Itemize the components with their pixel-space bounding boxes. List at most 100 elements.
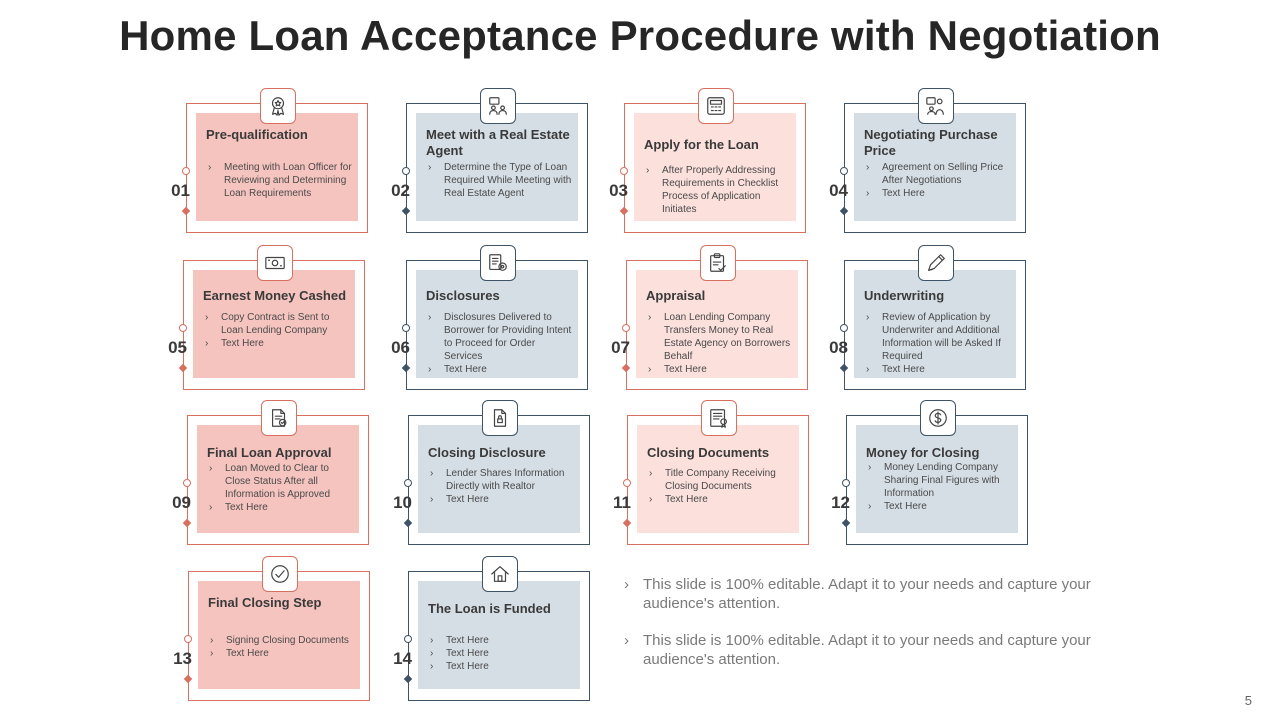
step-bullets: Signing Closing DocumentsText Here (208, 634, 356, 660)
step-card: Pre-qualificationMeeting with Loan Offic… (171, 88, 368, 233)
step-bullet: Determine the Type of Loan Required Whil… (426, 161, 574, 200)
connector-dot (840, 167, 848, 175)
step-title: Appraisal (646, 288, 706, 303)
step-card: Closing DisclosureLender Shares Informat… (393, 400, 590, 545)
step-bullet: Text Here (426, 363, 574, 376)
settings-document-icon (480, 245, 516, 281)
step-bullets: Review of Application by Underwriter and… (864, 311, 1012, 376)
step-bullets: Determine the Type of Loan Required Whil… (426, 161, 574, 200)
meeting-icon (480, 88, 516, 124)
step-card: UnderwritingReview of Application by Und… (829, 245, 1026, 390)
house-icon (482, 556, 518, 592)
step-number: 01 (171, 181, 190, 200)
connector-dot (623, 479, 631, 487)
note-2: This slide is 100% editable. Adapt it to… (622, 631, 1092, 669)
step-bullet: Text Here (864, 187, 1012, 200)
pencil-icon (918, 245, 954, 281)
step-card: Final Loan ApprovalLoan Moved to Clear t… (172, 400, 369, 545)
step-bullet: Text Here (864, 363, 1012, 376)
connector-dot (404, 635, 412, 643)
step-card: AppraisalLoan Lending Company Transfers … (611, 245, 808, 390)
step-number: 14 (393, 649, 412, 668)
step-number: 05 (168, 338, 187, 357)
step-title: Money for Closing (866, 445, 980, 460)
step-bullet: Review of Application by Underwriter and… (864, 311, 1012, 363)
step-number: 08 (829, 338, 848, 357)
step-number: 10 (393, 493, 412, 512)
step-bullet: Text Here (428, 647, 576, 660)
step-bullets: Copy Contract is Sent to Loan Lending Co… (203, 311, 351, 350)
step-bullet: Meeting with Loan Officer for Reviewing … (206, 161, 354, 200)
negotiation-icon (918, 88, 954, 124)
step-bullet: Text Here (428, 493, 576, 506)
step-card: DisclosuresDisclosures Delivered to Borr… (391, 245, 588, 390)
step-bullet: Text Here (428, 660, 576, 673)
step-bullets: After Properly Addressing Requirements i… (644, 164, 792, 216)
step-card: Earnest Money CashedCopy Contract is Sen… (168, 245, 365, 390)
step-card: Money for ClosingMoney Lending Company S… (831, 400, 1028, 545)
step-title: Closing Documents (647, 445, 770, 460)
step-title: Disclosures (426, 288, 500, 303)
step-bullets: Lender Shares Information Directly with … (428, 467, 576, 506)
step-bullets: Loan Moved to Clear to Close Status Afte… (207, 462, 355, 514)
connector-dot (402, 167, 410, 175)
step-card: Apply for the LoanAfter Properly Address… (609, 88, 806, 233)
step-bullets: Disclosures Delivered to Borrower for Pr… (426, 311, 574, 376)
step-number: 03 (609, 181, 628, 200)
check-circle-icon (262, 556, 298, 592)
step-bullet: Signing Closing Documents (208, 634, 356, 647)
step-number: 06 (391, 338, 410, 357)
step-number: 07 (611, 338, 630, 357)
step-bullet: Title Company Receiving Closing Document… (647, 467, 795, 493)
step-bullet: Text Here (646, 363, 794, 376)
step-title: Final Loan Approval (207, 445, 332, 460)
step-title: Negotiating Purchase Price (864, 127, 998, 158)
calculator-icon (698, 88, 734, 124)
connector-dot (622, 324, 630, 332)
step-number: 12 (831, 493, 850, 512)
note-1: This slide is 100% editable. Adapt it to… (622, 575, 1092, 613)
notes-list: This slide is 100% editable. Adapt it to… (622, 575, 1092, 687)
step-card: Meet with a Real Estate AgentDetermine t… (391, 88, 588, 233)
step-card: Negotiating Purchase PriceAgreement on S… (829, 88, 1026, 233)
step-card: The Loan is FundedText HereText HereText… (393, 556, 590, 701)
connector-dot (840, 324, 848, 332)
connector-dot (404, 479, 412, 487)
step-bullet: Text Here (203, 337, 351, 350)
step-card: Final Closing StepSigning Closing Docume… (173, 556, 370, 701)
award-ribbon-icon (260, 88, 296, 124)
cash-icon (257, 245, 293, 281)
step-bullet: Text Here (428, 634, 576, 647)
step-bullet: Copy Contract is Sent to Loan Lending Co… (203, 311, 351, 337)
connector-dot (842, 479, 850, 487)
step-bullet: Disclosures Delivered to Borrower for Pr… (426, 311, 574, 363)
step-number: 11 (613, 493, 631, 512)
dollar-coin-icon (920, 400, 956, 436)
step-bullet: Agreement on Selling Price After Negotia… (864, 161, 1012, 187)
step-bullet: Text Here (208, 647, 356, 660)
connector-dot (402, 324, 410, 332)
certificate-icon (701, 400, 737, 436)
step-bullet: Text Here (647, 493, 795, 506)
step-title: Closing Disclosure (428, 445, 546, 460)
step-title: Pre-qualification (206, 127, 308, 142)
step-bullets: Text HereText HereText Here (428, 634, 576, 673)
step-title: The Loan is Funded (428, 601, 551, 616)
page-number: 5 (1244, 693, 1252, 708)
step-title: Final Closing Step (208, 595, 322, 610)
step-bullet: Loan Lending Company Transfers Money to … (646, 311, 794, 363)
clipboard-check-icon (700, 245, 736, 281)
step-number: 09 (172, 493, 191, 512)
document-approved-icon (261, 400, 297, 436)
connector-dot (182, 167, 190, 175)
step-number: 04 (829, 181, 848, 200)
step-bullet: Text Here (866, 500, 1014, 513)
step-bullet: Text Here (207, 501, 355, 514)
slide-title: Home Loan Acceptance Procedure with Nego… (119, 12, 1161, 59)
connector-dot (620, 167, 628, 175)
step-bullets: Meeting with Loan Officer for Reviewing … (206, 161, 354, 200)
step-title: Underwriting (864, 288, 945, 303)
step-title: Meet with a Real Estate Agent (426, 127, 570, 158)
connector-dot (179, 324, 187, 332)
step-number: 02 (391, 181, 410, 200)
